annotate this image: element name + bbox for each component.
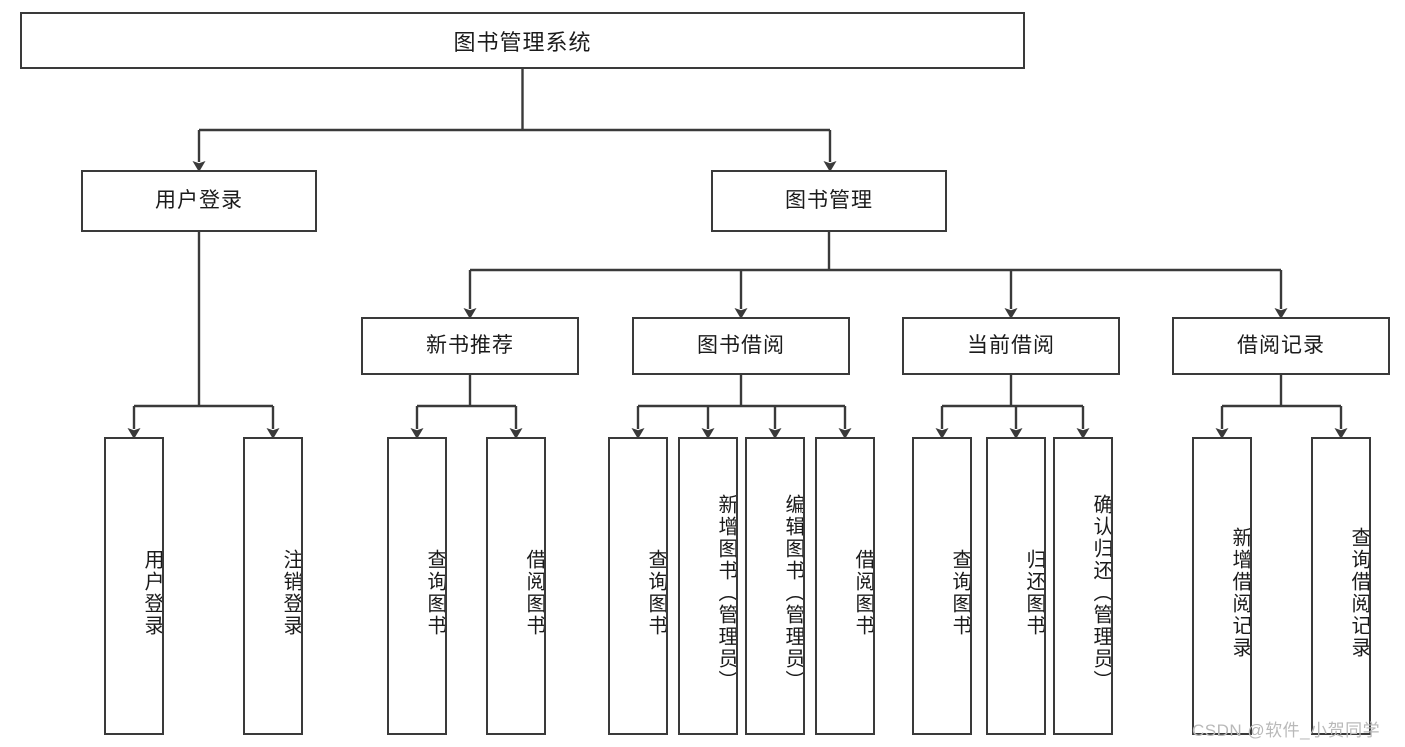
leaf-query-book-1[interactable]: 查询图书 xyxy=(387,437,447,735)
node-current-borrow-label: 当前借阅 xyxy=(967,334,1055,358)
leaf-edit-book[interactable]: 编辑图书（管理员） xyxy=(745,437,805,735)
leaf-query-record-label: 查询借阅记录 xyxy=(1348,527,1370,659)
leaf-add-book-label: 新增图书（管理员） xyxy=(715,494,737,692)
leaf-query-book-1-label: 查询图书 xyxy=(424,549,446,637)
leaf-add-record-label: 新增借阅记录 xyxy=(1229,527,1251,659)
node-book-borrow-label: 图书借阅 xyxy=(697,334,785,358)
leaf-user-login[interactable]: 用户登录 xyxy=(104,437,164,735)
node-new-book-rec-label: 新书推荐 xyxy=(426,334,514,358)
leaf-query-book-3[interactable]: 查询图书 xyxy=(912,437,972,735)
leaf-borrow-book-1[interactable]: 借阅图书 xyxy=(486,437,546,735)
leaf-return-book[interactable]: 归还图书 xyxy=(986,437,1046,735)
node-current-borrow[interactable]: 当前借阅 xyxy=(902,317,1120,375)
leaf-add-book[interactable]: 新增图书（管理员） xyxy=(678,437,738,735)
leaf-confirm-return[interactable]: 确认归还（管理员） xyxy=(1053,437,1113,735)
csdn-watermark: CSDN @软件_小贺同学 xyxy=(1192,721,1381,740)
leaf-borrow-book-2[interactable]: 借阅图书 xyxy=(815,437,875,735)
node-root[interactable]: 图书管理系统 xyxy=(20,12,1025,69)
leaf-return-book-label: 归还图书 xyxy=(1023,549,1045,637)
leaf-user-logout[interactable]: 注销登录 xyxy=(243,437,303,735)
leaf-add-record[interactable]: 新增借阅记录 xyxy=(1192,437,1252,735)
leaf-query-book-3-label: 查询图书 xyxy=(949,549,971,637)
node-new-book-rec[interactable]: 新书推荐 xyxy=(361,317,579,375)
leaf-query-book-2[interactable]: 查询图书 xyxy=(608,437,668,735)
node-book-manage-label: 图书管理 xyxy=(785,189,873,213)
node-borrow-record[interactable]: 借阅记录 xyxy=(1172,317,1390,375)
leaf-edit-book-label: 编辑图书（管理员） xyxy=(782,494,804,692)
leaf-borrow-book-1-label: 借阅图书 xyxy=(523,549,545,637)
node-root-label: 图书管理系统 xyxy=(453,29,592,55)
leaf-query-book-2-label: 查询图书 xyxy=(645,549,667,637)
node-user-login-label: 用户登录 xyxy=(155,189,243,213)
leaf-user-logout-label: 注销登录 xyxy=(280,549,302,637)
node-book-borrow[interactable]: 图书借阅 xyxy=(632,317,850,375)
leaf-borrow-book-2-label: 借阅图书 xyxy=(852,549,874,637)
node-user-login[interactable]: 用户登录 xyxy=(81,170,317,232)
leaf-query-record[interactable]: 查询借阅记录 xyxy=(1311,437,1371,735)
leaf-confirm-return-label: 确认归还（管理员） xyxy=(1090,494,1112,692)
node-borrow-record-label: 借阅记录 xyxy=(1237,334,1325,358)
node-book-manage[interactable]: 图书管理 xyxy=(711,170,947,232)
leaf-user-login-label: 用户登录 xyxy=(141,549,163,637)
